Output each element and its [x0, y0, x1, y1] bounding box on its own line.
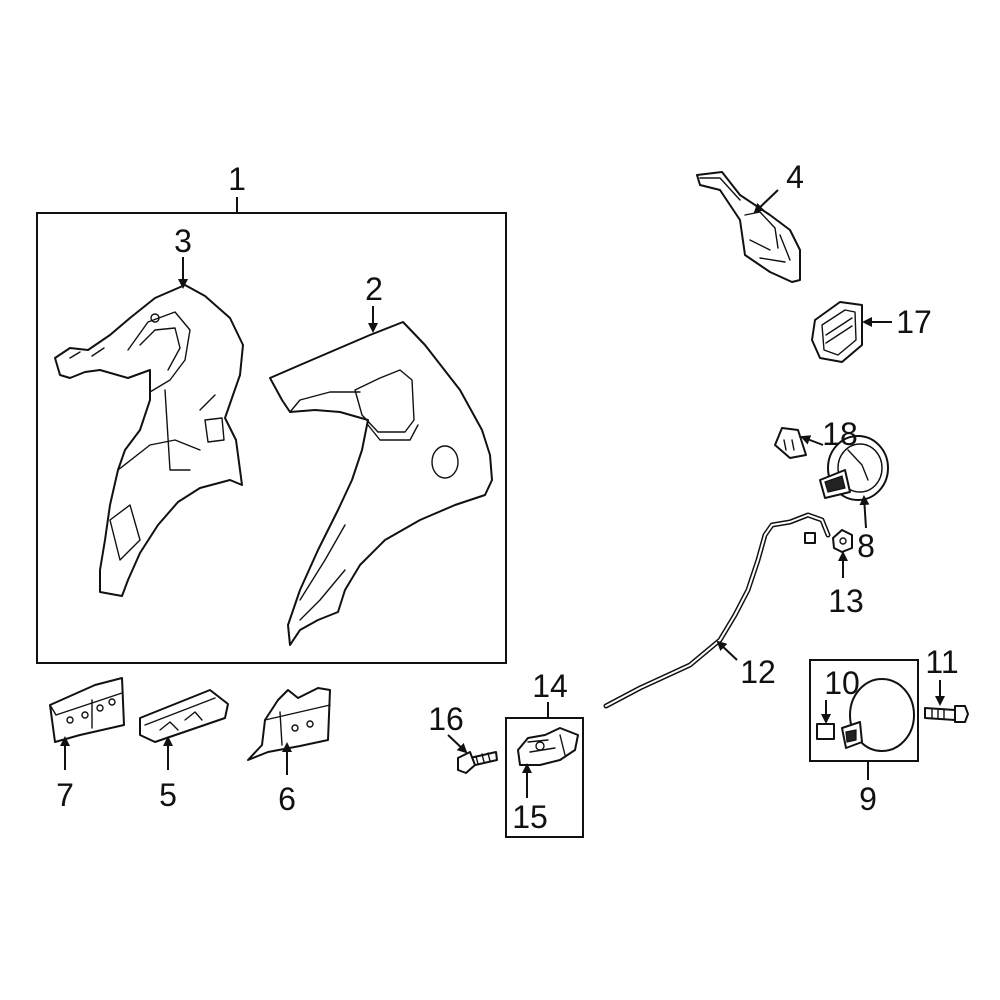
- callout-9: 9: [859, 781, 877, 817]
- callout-1: 1: [228, 161, 246, 197]
- callout-3: 3: [174, 223, 192, 259]
- leader-4: [753, 189, 779, 214]
- part-7-reinforcement[interactable]: [49, 677, 125, 743]
- callout-18: 18: [822, 416, 858, 452]
- part-15-hinge[interactable]: [517, 727, 579, 766]
- group-box-14: [505, 717, 584, 838]
- part-9-fuel-door[interactable]: [841, 678, 915, 752]
- part-13-actuator[interactable]: [832, 529, 853, 553]
- part-17-vent[interactable]: [811, 301, 863, 363]
- part-6-bracket[interactable]: [247, 687, 331, 761]
- group-box-9: [809, 659, 919, 762]
- callout-11: 11: [925, 644, 958, 680]
- part-3-inner-quarter-panel[interactable]: [54, 284, 244, 597]
- callout-16: 16: [428, 701, 464, 737]
- leader-18: [800, 435, 824, 446]
- leader-16: [447, 734, 468, 754]
- callout-4: 4: [786, 159, 804, 195]
- callout-2: 2: [365, 271, 383, 307]
- part-10-clip[interactable]: [816, 723, 835, 740]
- part-8-fuel-door-housing[interactable]: [819, 435, 889, 501]
- leader-8: [859, 495, 870, 529]
- callout-10: 10: [824, 665, 860, 701]
- callout-5: 5: [159, 777, 177, 813]
- part-11-bolt[interactable]: [924, 705, 969, 723]
- part-18-bracket[interactable]: [774, 427, 807, 459]
- group-box-1: [36, 212, 507, 664]
- callout-15: 15: [512, 799, 548, 835]
- leader-12: [716, 640, 738, 661]
- part-16-bolt[interactable]: [457, 751, 498, 774]
- callout-8: 8: [857, 528, 875, 564]
- part-5-extension[interactable]: [139, 689, 229, 743]
- callout-17: 17: [896, 304, 932, 340]
- part-12-release-cable[interactable]: [603, 512, 831, 709]
- callout-14: 14: [532, 668, 568, 704]
- part-4-pillar-reinforcement[interactable]: [696, 171, 801, 283]
- callout-12: 12: [740, 654, 776, 690]
- callout-7: 7: [56, 777, 74, 813]
- callout-6: 6: [278, 781, 296, 817]
- callout-13: 13: [828, 583, 864, 619]
- part-2-quarter-panel[interactable]: [269, 321, 493, 646]
